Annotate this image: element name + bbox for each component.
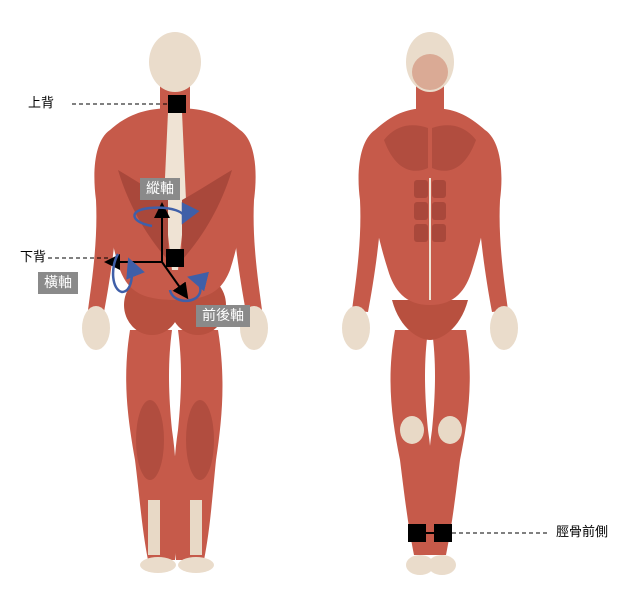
upper-back-label: 上背	[28, 96, 54, 112]
lower-back-label: 下背	[20, 250, 46, 266]
anteroposterior-axis-tag: 前後軸	[196, 305, 250, 327]
lower-back-sensor	[166, 249, 184, 267]
transverse-axis-tag: 橫軸	[38, 272, 78, 294]
shin-sensor-left	[408, 524, 426, 542]
back-view-figure	[82, 32, 268, 573]
shin-sensor-right	[434, 524, 452, 542]
upper-back-sensor	[168, 95, 186, 113]
front-view-figure	[342, 32, 518, 575]
longitudinal-axis-tag: 縱軸	[140, 178, 180, 200]
shin-front-label: 脛骨前側	[556, 525, 608, 541]
